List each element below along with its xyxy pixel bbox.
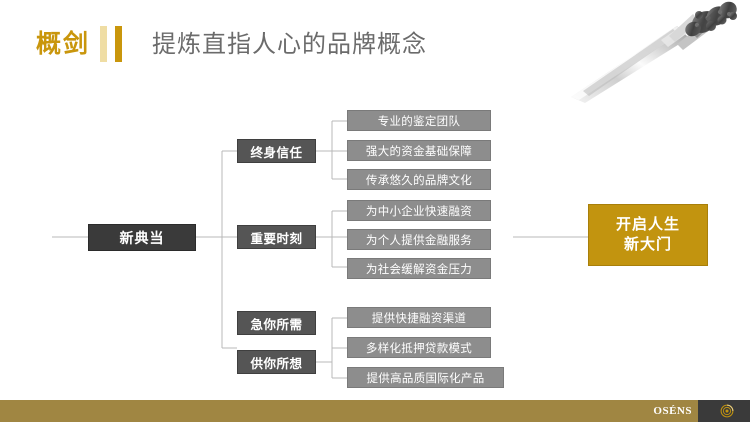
node-leaf-2-1[interactable]: 为中小企业快速融资 — [347, 200, 491, 221]
page-title: 提炼直指人心的品牌概念 — [152, 31, 427, 58]
tree-connectors — [52, 120, 588, 379]
node-branch-3-label: 急你所需 — [250, 317, 303, 332]
node-branch-4-label: 供你所想 — [250, 356, 303, 371]
node-leaf-4-3-label: 提供高品质国际化产品 — [366, 372, 485, 385]
node-leaf-1-2[interactable]: 强大的资金基础保障 — [347, 140, 491, 161]
slide-footer: OSÉNS — [0, 400, 750, 422]
footer-logo-text: OSÉNS — [653, 405, 692, 417]
node-branch-1[interactable]: 终身信任 — [237, 139, 316, 163]
node-leaf-4-2-label: 多样化抵押贷款模式 — [365, 342, 473, 355]
footer-logo-block — [698, 400, 750, 422]
node-leaf-1-1[interactable]: 专业的鉴定团队 — [347, 110, 491, 131]
node-leaf-1-3[interactable]: 传承悠久的品牌文化 — [347, 169, 491, 190]
node-leaf-2-3[interactable]: 为社会缓解资金压力 — [347, 258, 491, 279]
vertical-bar-gold-icon — [115, 26, 122, 62]
node-branch-1-label: 终身信任 — [250, 145, 303, 160]
node-root-label: 新典当 — [119, 229, 165, 246]
node-leaf-1-3-label: 传承悠久的品牌文化 — [365, 174, 473, 187]
node-branch-4[interactable]: 供你所想 — [237, 350, 316, 374]
slide-header: 概剑 提炼直指人心的品牌概念 — [0, 0, 750, 90]
node-leaf-1-1-label: 专业的鉴定团队 — [377, 115, 461, 128]
node-branch-2[interactable]: 重要时刻 — [237, 225, 316, 249]
node-leaf-4-3[interactable]: 提供高品质国际化产品 — [347, 367, 504, 388]
node-leaf-2-1-label: 为中小企业快速融资 — [365, 205, 473, 218]
node-leaf-2-2[interactable]: 为个人提供金融服务 — [347, 229, 491, 250]
node-goal-line1: 开启人生 — [615, 216, 680, 233]
concept-tree-diagram: 新典当 终身信任 专业的鉴定团队 强大的资金基础保障 传承悠久的品牌文化 重要时… — [52, 110, 708, 388]
vertical-bar-light-icon — [100, 26, 107, 62]
header-brand: 概剑 — [36, 30, 91, 58]
node-leaf-4-1-label: 提供快捷融资渠道 — [371, 312, 467, 325]
node-goal-line2: 新大门 — [623, 236, 672, 253]
node-root[interactable]: 新典当 — [88, 224, 196, 251]
node-leaf-4-2[interactable]: 多样化抵押贷款模式 — [347, 337, 491, 358]
node-branch-3[interactable]: 急你所需 — [237, 311, 316, 335]
node-leaf-4-1[interactable]: 提供快捷融资渠道 — [347, 307, 491, 328]
node-leaf-1-2-label: 强大的资金基础保障 — [365, 145, 473, 158]
node-goal[interactable]: 开启人生 新大门 — [588, 204, 708, 266]
node-leaf-2-2-label: 为个人提供金融服务 — [365, 234, 473, 247]
node-leaf-2-3-label: 为社会缓解资金压力 — [365, 263, 473, 276]
spiral-circle-logo-icon — [720, 404, 734, 418]
node-branch-2-label: 重要时刻 — [250, 231, 303, 246]
